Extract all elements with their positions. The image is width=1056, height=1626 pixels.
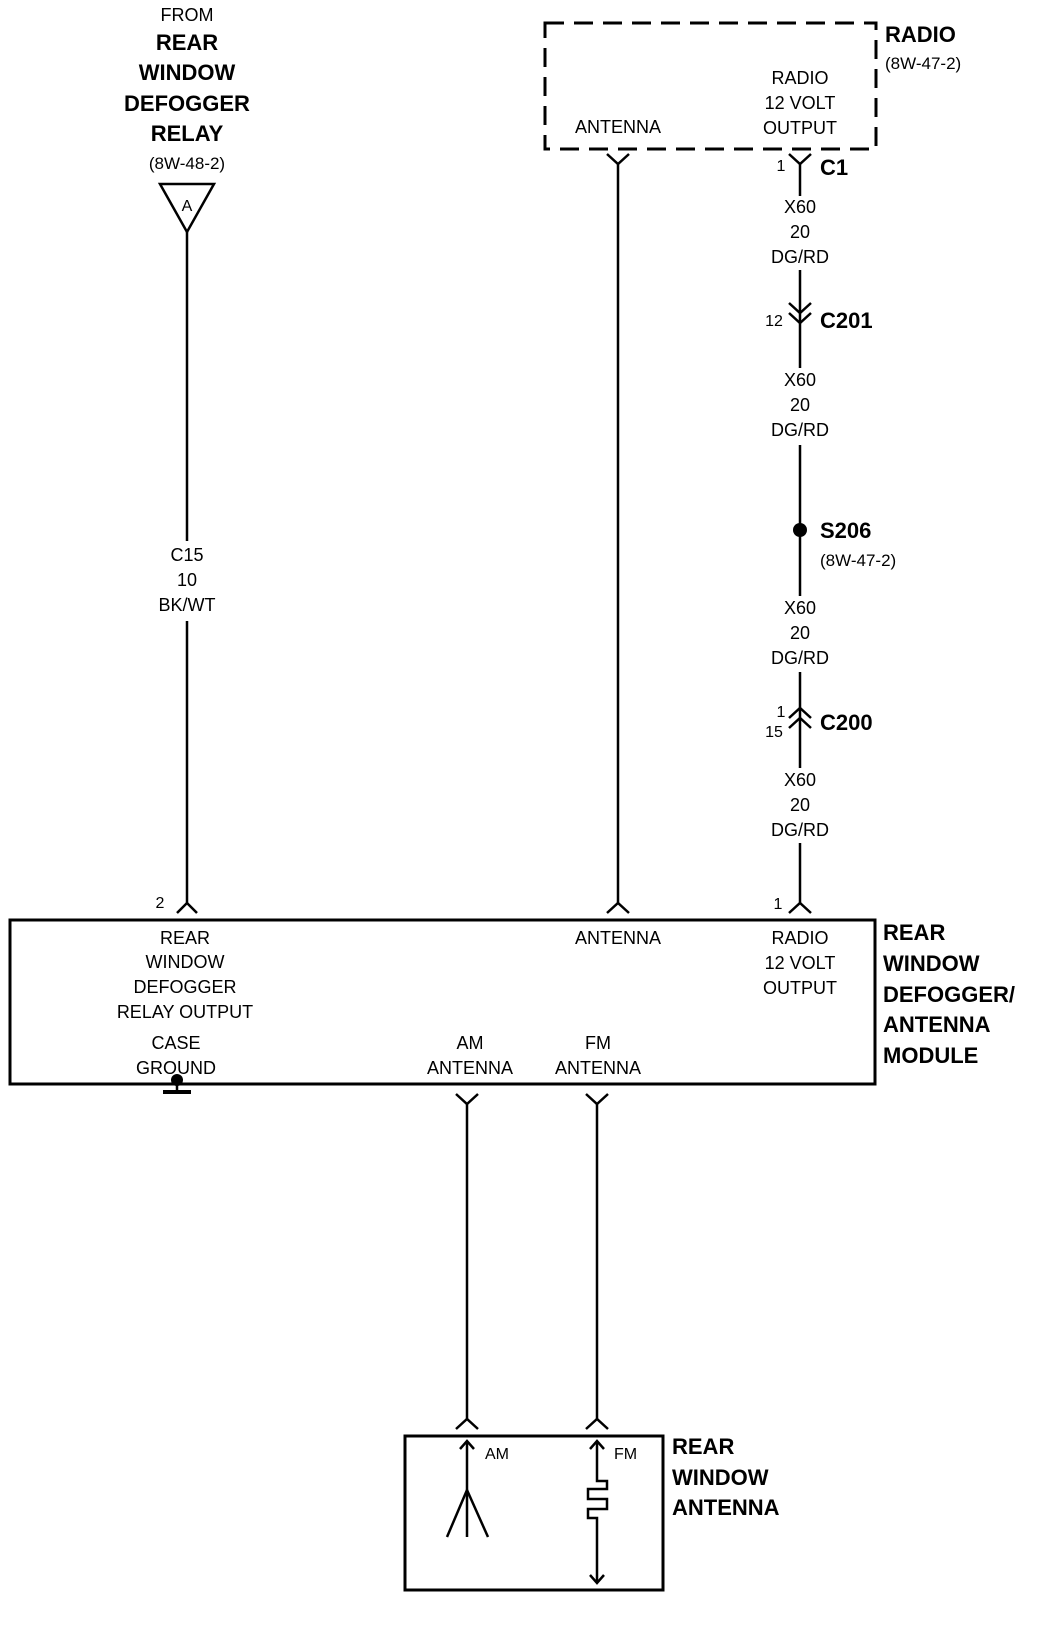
rear-window-antenna-title-line: WINDOW	[672, 1465, 769, 1490]
from-label: FROM	[161, 5, 214, 25]
radio-antenna-pin-label: ANTENNA	[575, 117, 661, 137]
radio-component: RADIO (8W-47-2) ANTENNA RADIO 12 VOLT OU…	[543, 21, 961, 151]
module-pin-2-connector-symbol	[176, 901, 198, 914]
module-title-line: MODULE	[883, 1043, 978, 1068]
module-title-line: WINDOW	[883, 951, 980, 976]
c200-pin-number: 1	[777, 704, 786, 721]
antenna-lead	[606, 153, 630, 914]
module-antenna-connector-symbol	[606, 901, 630, 914]
wire-gauge-label: 20	[790, 222, 810, 242]
defogger-antenna-module: REAR WINDOW DEFOGGER RELAY OUTPUT CASE G…	[8, 918, 1015, 1094]
module-title-line: DEFOGGER/	[883, 982, 1015, 1007]
fm-down-arrow-icon	[589, 1574, 605, 1585]
am-element-label: AM	[485, 1446, 509, 1463]
wire-circuit-label: X60	[784, 370, 816, 390]
s206-splice-dot	[793, 523, 807, 537]
wire-circuit-label: X60	[784, 770, 816, 790]
c200-connector-symbol	[788, 706, 812, 719]
wire-circuit-label: X60	[784, 598, 816, 618]
module-pin-2-number: 2	[156, 895, 165, 912]
wire-circuit-label: X60	[784, 197, 816, 217]
wire-gauge-label: 20	[790, 795, 810, 815]
fm-lead	[585, 1093, 609, 1430]
s206-page-ref: (8W-47-2)	[820, 551, 896, 570]
radio-box	[543, 21, 878, 151]
wire-color-label: DG/RD	[771, 648, 829, 668]
c200-connector-name: C200	[820, 710, 873, 735]
wire-color-label: DG/RD	[771, 420, 829, 440]
module-box	[8, 918, 877, 1086]
connector-a-letter: A	[182, 198, 193, 215]
module-radio-pin-label: 12 VOLT	[765, 953, 836, 973]
case-ground-label: CASE	[151, 1033, 200, 1053]
radio-antenna-connector-symbol	[606, 153, 630, 166]
c201-pin-number: 12	[765, 313, 783, 330]
am-output-connector-symbol	[455, 1093, 479, 1106]
radio-page-ref: (8W-47-2)	[885, 54, 961, 73]
fm-output-label: ANTENNA	[555, 1058, 641, 1078]
fm-coil-element	[586, 1441, 609, 1583]
c1-connector-name: C1	[820, 155, 848, 180]
rear-window-antenna-box	[403, 1434, 665, 1592]
wire-gauge-label: 20	[790, 623, 810, 643]
c1-pin-number: 1	[777, 158, 786, 175]
relay-output-pin-label: REAR	[160, 928, 210, 948]
am-element-prong	[465, 1489, 490, 1538]
wire-gauge-label: 20	[790, 395, 810, 415]
source-name-line: DEFOGGER	[124, 91, 250, 116]
c1-connector-symbol	[788, 153, 812, 166]
module-pin-1-connector-symbol	[788, 901, 812, 914]
module-pin-1-number: 1	[774, 896, 783, 913]
c200-connector-symbol	[788, 716, 812, 729]
am-lead	[455, 1093, 479, 1430]
radio-output-pin-label: RADIO	[771, 68, 828, 88]
source-name-line: WINDOW	[139, 60, 236, 85]
rear-window-antenna: AM FM REAR WINDOW ANTENNA	[403, 1434, 780, 1592]
wire-circuit-label: C15	[170, 545, 203, 565]
c200-pin-number: 15	[765, 724, 783, 741]
rear-window-antenna-title-line: ANTENNA	[672, 1495, 780, 1520]
radio-output-pin-label: OUTPUT	[763, 118, 837, 138]
module-title-line: ANTENNA	[883, 1012, 991, 1037]
c201-connector-symbol	[788, 312, 812, 325]
wire-gauge-label: 10	[177, 570, 197, 590]
am-output-label: AM	[457, 1033, 484, 1053]
fm-output-label: FM	[585, 1033, 611, 1053]
module-antenna-pin-label: ANTENNA	[575, 928, 661, 948]
relay-output-pin-label: RELAY OUTPUT	[117, 1002, 253, 1022]
radio-output-pin-label: 12 VOLT	[765, 93, 836, 113]
relay-output-pin-label: WINDOW	[146, 952, 225, 972]
c201-connector-name: C201	[820, 308, 873, 333]
defogger-relay-wire: C15 10 BK/WT 2	[156, 232, 216, 914]
source-name-line: RELAY	[151, 121, 224, 146]
wire-color-label: DG/RD	[771, 247, 829, 267]
wire-color-label: BK/WT	[159, 595, 216, 615]
am-input-connector-symbol	[455, 1417, 479, 1430]
fm-output-connector-symbol	[585, 1093, 609, 1106]
case-ground-label: GROUND	[136, 1058, 216, 1078]
am-element-prong	[445, 1489, 469, 1538]
module-radio-pin-label: RADIO	[771, 928, 828, 948]
fm-input-connector-symbol	[585, 1417, 609, 1430]
fm-element-label: FM	[614, 1446, 637, 1463]
relay-output-pin-label: DEFOGGER	[133, 977, 236, 997]
c201-connector-symbol	[788, 302, 812, 315]
source-page-ref: (8W-48-2)	[149, 154, 225, 173]
source-relay-reference: FROM REAR WINDOW DEFOGGER RELAY (8W-48-2…	[124, 5, 250, 235]
radio-feed-circuit: 1 C1 X60 20 DG/RD 12 C201 X60 20 DG/RD S…	[765, 153, 896, 914]
connector-a-triangle	[157, 182, 217, 235]
am-output-label: ANTENNA	[427, 1058, 513, 1078]
module-radio-pin-label: OUTPUT	[763, 978, 837, 998]
radio-title: RADIO	[885, 22, 956, 47]
s206-splice-name: S206	[820, 518, 871, 543]
module-title-line: REAR	[883, 920, 945, 945]
rear-window-antenna-title-line: REAR	[672, 1434, 734, 1459]
wire-color-label: DG/RD	[771, 820, 829, 840]
source-name-line: REAR	[156, 30, 218, 55]
